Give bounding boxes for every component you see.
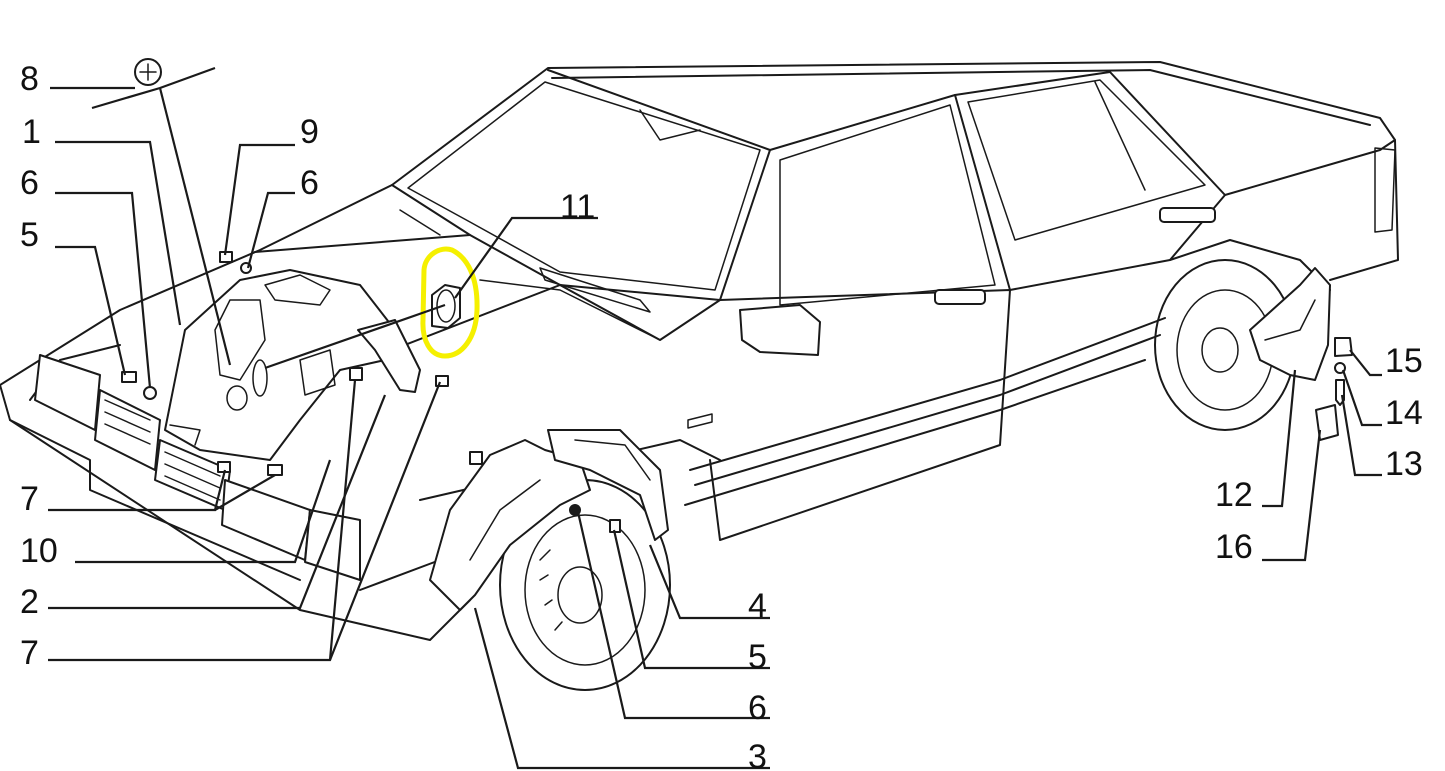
rear-wheel-liner-part-12	[1249, 267, 1331, 381]
callout-15: 15	[1385, 342, 1423, 380]
callout-1: 1	[22, 113, 41, 151]
callout-6: 6	[20, 164, 39, 202]
callout-16: 16	[1215, 528, 1253, 566]
callout-8: 8	[20, 60, 39, 98]
callout-6: 6	[748, 689, 767, 727]
callout-7: 7	[20, 634, 39, 672]
callout-labels: 8 1 9 6 6 5 11 7 10 2 7 4 5 6 3 15 14 13…	[20, 60, 1423, 771]
front-wheel-liner-part-3	[429, 439, 591, 611]
front-inner-wheelhouse-part-1	[164, 269, 396, 461]
callout-11: 11	[560, 188, 595, 226]
callout-13: 13	[1385, 445, 1423, 483]
callout-9: 9	[300, 113, 319, 151]
callout-7: 7	[20, 480, 39, 518]
callout-5: 5	[20, 216, 39, 254]
bracket-part-2	[357, 319, 421, 393]
grommet-part-11	[431, 284, 461, 329]
front-wheel-liner-part-4	[547, 429, 669, 541]
callout-4: 4	[748, 587, 767, 625]
callout-5: 5	[748, 638, 767, 676]
callout-6: 6	[300, 164, 319, 202]
callout-2: 2	[20, 583, 39, 621]
callout-14: 14	[1385, 394, 1423, 432]
highlight-outline	[420, 246, 480, 359]
callout-12: 12	[1215, 476, 1253, 514]
callout-10: 10	[20, 532, 58, 570]
car-body	[0, 61, 1399, 691]
leader-lines	[48, 66, 1382, 770]
fasteners	[121, 58, 1353, 533]
callout-3: 3	[748, 738, 767, 771]
